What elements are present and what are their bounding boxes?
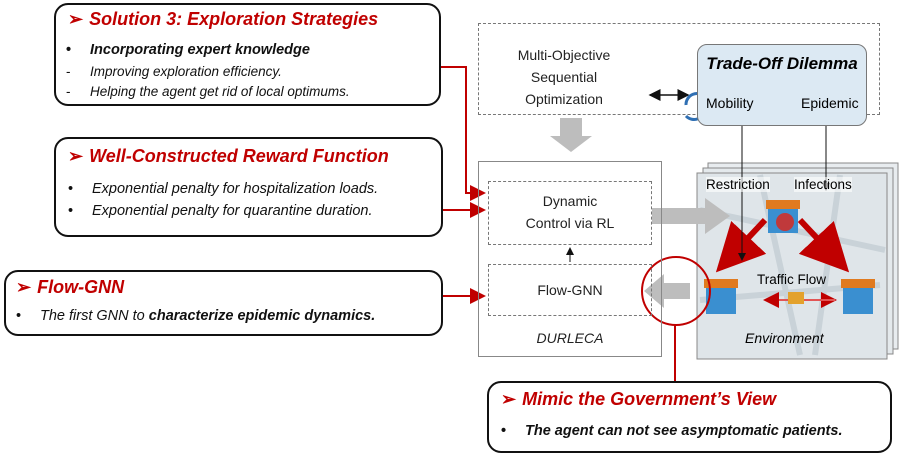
mimic-item: •The agent can not see asymptomatic pati… — [501, 423, 843, 439]
solution3-title: ➢Solution 3: Exploration Strategies — [68, 9, 379, 29]
flowgnn-title: ➢Flow-GNN — [16, 277, 125, 297]
solution3-sub1: -Improving exploration efficiency. — [66, 64, 282, 79]
infections-label: Infections — [794, 177, 852, 192]
solution3-connector — [441, 66, 486, 201]
environment-label: Environment — [745, 330, 824, 346]
reward-item1: •Exponential penalty for hospitalization… — [68, 181, 379, 197]
tradeoff-title: Trade-Off Dilemma — [706, 54, 858, 73]
truck-icon — [788, 292, 804, 304]
traffic-flow-label: Traffic Flow — [757, 272, 827, 287]
durleca-label: DURLECA — [536, 330, 604, 346]
solution3-bullet: •Incorporating expert knowledge — [66, 42, 310, 58]
restriction-label: Restriction — [706, 177, 770, 192]
right-block-arrow — [652, 198, 730, 234]
flowgnn-inner-label: Flow-GNN — [537, 282, 603, 298]
solution3-sub2: -Helping the agent get rid of local opti… — [66, 84, 350, 99]
shop-icon-left — [704, 279, 738, 314]
reward-box: ➢Well-Constructed Reward Function •Expon… — [54, 137, 443, 237]
mimic-box: ➢Mimic the Government’s View •The agent … — [487, 381, 892, 453]
tradeoff-box: Trade-Off Dilemma Mobility Epidemic — [697, 44, 867, 126]
epidemic-label: Epidemic — [801, 95, 859, 111]
solution3-box: ➢Solution 3: Exploration Strategies •Inc… — [54, 3, 441, 106]
flowgnn-box: ➢Flow-GNN •The first GNN to characterize… — [4, 270, 443, 336]
flowgnn-inner-box — [488, 264, 652, 316]
reward-item2: •Exponential penalty for quarantine dura… — [68, 203, 373, 219]
mo-container — [478, 23, 880, 115]
mobility-label: Mobility — [706, 95, 754, 111]
mimic-title: ➢Mimic the Government’s View — [501, 389, 777, 409]
env-arrow-right — [797, 217, 850, 273]
left-block-arrow — [644, 274, 690, 308]
flowgnn-item: •The first GNN to characterize epidemic … — [16, 308, 376, 324]
down-block-arrow — [550, 118, 592, 152]
durleca-container — [478, 161, 662, 357]
shop-icon-right — [841, 279, 875, 314]
dynamic-control-box — [488, 181, 652, 245]
highlight-circle — [641, 256, 711, 326]
reward-title: ➢Well-Constructed Reward Function — [68, 146, 389, 166]
shop-icon-top — [766, 200, 800, 233]
